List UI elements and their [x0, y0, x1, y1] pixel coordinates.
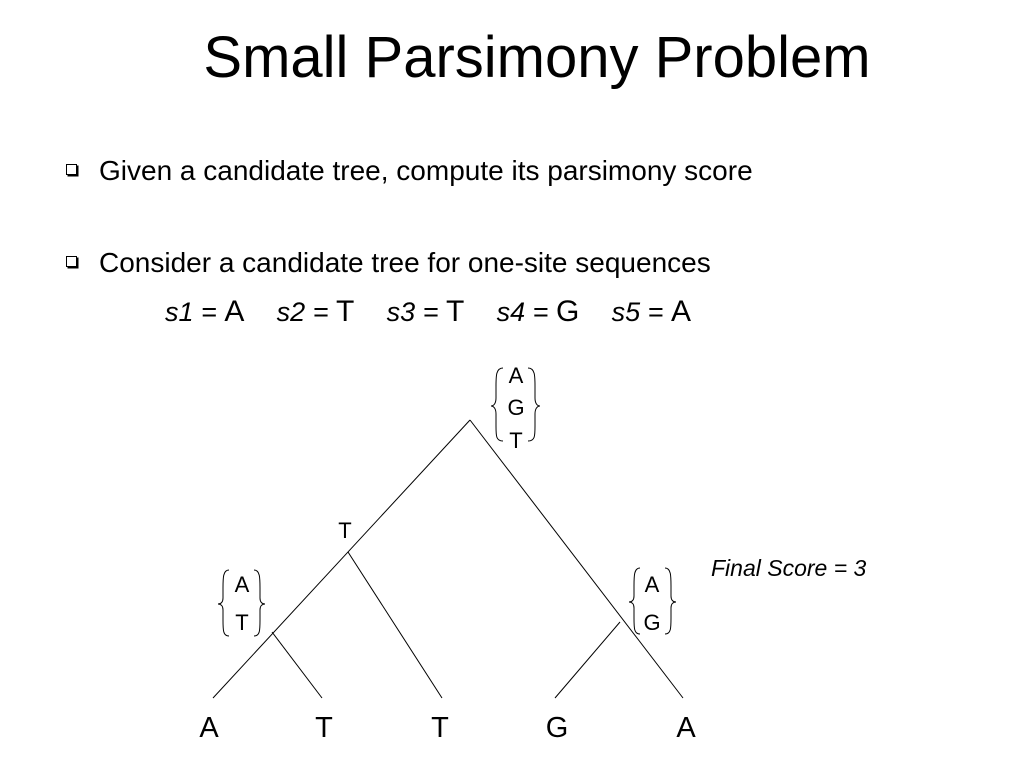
sequence-value: A — [224, 295, 245, 328]
sequence-list: s1 = A s2 = T s3 = T s4 = G s5 = A — [165, 294, 691, 330]
right-brace-icon — [253, 569, 266, 637]
root-state-1: A — [509, 363, 524, 388]
leaf-label-4: G — [546, 712, 569, 744]
edge-root-to-leaf5 — [469, 419, 684, 699]
edge-root-to-leaf1 — [212, 419, 471, 699]
sequence-s4: s4 = G — [496, 295, 580, 328]
sequence-value: A — [670, 295, 691, 328]
bullet-item-2: Consider a candidate tree for one-site s… — [66, 246, 711, 280]
right-lower-state-2: G — [643, 610, 660, 635]
sequence-s2: s2 = T — [276, 295, 355, 328]
edge-lower-to-leaf2 — [271, 631, 323, 699]
left-lower-state-set: A T — [217, 569, 266, 637]
leaf-label-3: T — [431, 712, 449, 744]
leaf-label-5: A — [676, 712, 696, 744]
tree-edges — [212, 419, 684, 699]
right-lower-state-set: A G — [628, 567, 677, 635]
sequence-name: s3 — [386, 297, 416, 327]
sequence-name: s1 — [165, 297, 194, 327]
sequence-name: s2 — [276, 297, 306, 327]
leaf-label-1: A — [199, 712, 219, 744]
edge-right-to-leaf4 — [554, 621, 621, 699]
sequence-name: s4 — [496, 297, 526, 327]
square-bullet-icon — [66, 256, 77, 267]
leaf-label-2: T — [315, 712, 333, 744]
bullet-item-1: Given a candidate tree, compute its pars… — [66, 154, 753, 188]
left-lower-state-1: A — [235, 572, 250, 597]
left-brace-icon — [217, 569, 230, 637]
right-lower-state-1: A — [645, 572, 660, 597]
right-brace-icon — [527, 367, 541, 442]
root-state-3: T — [509, 428, 522, 453]
sequence-s1: s1 = A — [165, 295, 245, 328]
sequence-value: G — [555, 295, 580, 328]
bullet-text-1: Given a candidate tree, compute its pars… — [99, 155, 753, 186]
square-bullet-icon — [66, 164, 77, 175]
left-internal-state: T — [338, 518, 351, 543]
slide-title: Small Parsimony Problem — [203, 25, 871, 90]
sequence-value: T — [445, 295, 465, 328]
left-brace-icon — [628, 567, 641, 635]
leaf-labels: A T T G A — [199, 712, 696, 744]
final-score: Final Score = 3 — [711, 555, 867, 581]
sequence-value: T — [335, 295, 355, 328]
root-state-2: G — [507, 395, 524, 420]
sequence-name: s5 — [611, 297, 641, 327]
root-state-set: A G T — [490, 363, 541, 453]
right-brace-icon — [664, 567, 677, 635]
sequence-s3: s3 = T — [386, 295, 465, 328]
left-brace-icon — [490, 367, 504, 442]
edge-internal-to-leaf3 — [347, 551, 443, 699]
sequence-s5: s5 = A — [611, 295, 691, 328]
left-lower-state-2: T — [235, 610, 248, 635]
bullet-text-2: Consider a candidate tree for one-site s… — [99, 247, 711, 278]
